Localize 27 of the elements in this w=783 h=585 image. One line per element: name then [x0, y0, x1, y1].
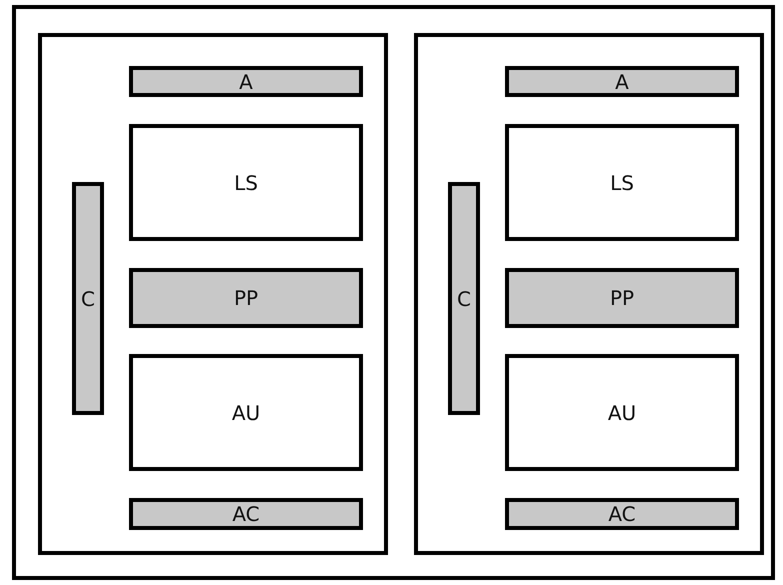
box-label: AU	[232, 400, 260, 424]
box-label: AC	[232, 502, 260, 526]
module-bar	[129, 268, 363, 328]
module-bar	[72, 182, 104, 415]
module-box	[505, 354, 739, 471]
module-bar	[129, 66, 363, 97]
module-bar	[505, 268, 739, 328]
outer-frame	[12, 5, 775, 580]
box-label: PP	[234, 286, 258, 310]
box-label: C	[81, 286, 95, 310]
box-label: PP	[610, 286, 634, 310]
box-label: AU	[608, 400, 636, 424]
module-box	[129, 354, 363, 471]
panel-box	[414, 33, 764, 555]
module-box	[129, 124, 363, 241]
panel-box	[38, 33, 388, 555]
module-box	[505, 124, 739, 241]
box-label: C	[457, 286, 471, 310]
box-label: AC	[608, 502, 636, 526]
box-label: A	[239, 70, 253, 94]
box-label: LS	[234, 170, 258, 194]
module-bar	[448, 182, 480, 415]
box-label: LS	[610, 170, 634, 194]
module-bar	[505, 498, 739, 530]
module-bar	[129, 498, 363, 530]
module-bar	[505, 66, 739, 97]
box-label: A	[615, 70, 629, 94]
